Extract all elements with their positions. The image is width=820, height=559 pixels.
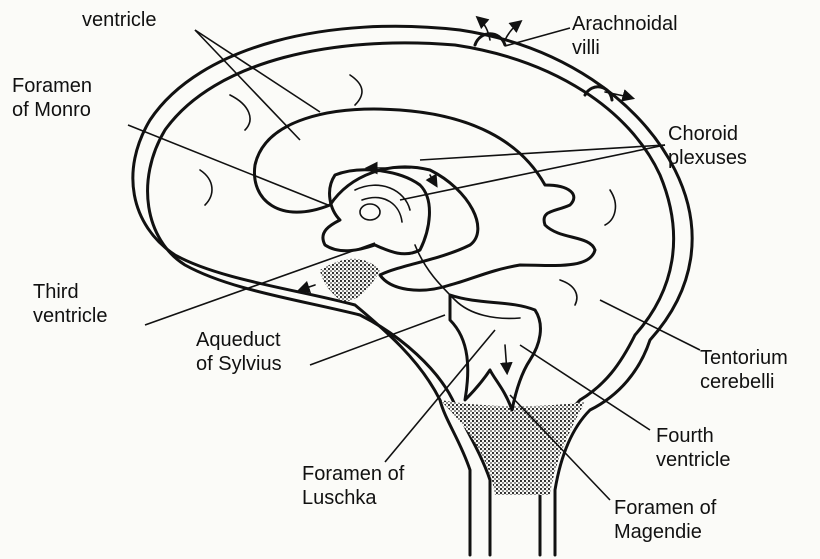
label-foramen-magendie: Foramen of Magendie [614,496,716,544]
villi-arrow-3 [605,92,632,98]
label-fourth-ventricle: Fourth ventricle [656,424,730,472]
label-aqueduct-sylvius: Aqueduct of Sylvius [196,328,282,376]
choroid-curl-2 [362,198,402,222]
label-foramen-monro: Foramen of Monro [12,74,92,122]
sulcus-2 [350,75,362,105]
sulcus-3 [200,170,212,205]
label-choroid-plexuses: Choroid plexuses [668,122,747,170]
fourth-ventricle-shape [450,295,540,410]
sulcus-4 [605,190,615,225]
sulcus-5 [560,280,577,305]
label-arachnoidal-villi: Arachnoidal villi [572,12,678,60]
sulcus-1 [230,95,250,130]
label-foramen-luschka: Foramen of Luschka [302,462,404,510]
flow-arrow-lower [300,285,315,290]
label-third-ventricle: Third ventricle [33,280,107,328]
label-tentorium-cerebelli: Tentorium cerebelli [700,346,788,394]
third-ventricle-shape [323,170,430,254]
label-lateral-ventricle: ventricle [82,8,156,32]
villi-arrow-2 [505,22,520,40]
magendie-arrow [505,345,507,372]
inner-membrane [148,43,674,555]
interthalamic-adhesion [360,204,380,220]
subarachnoid-shading [320,259,380,301]
choroid-arrow-right [430,175,436,185]
aqueduct-shape [415,245,520,318]
